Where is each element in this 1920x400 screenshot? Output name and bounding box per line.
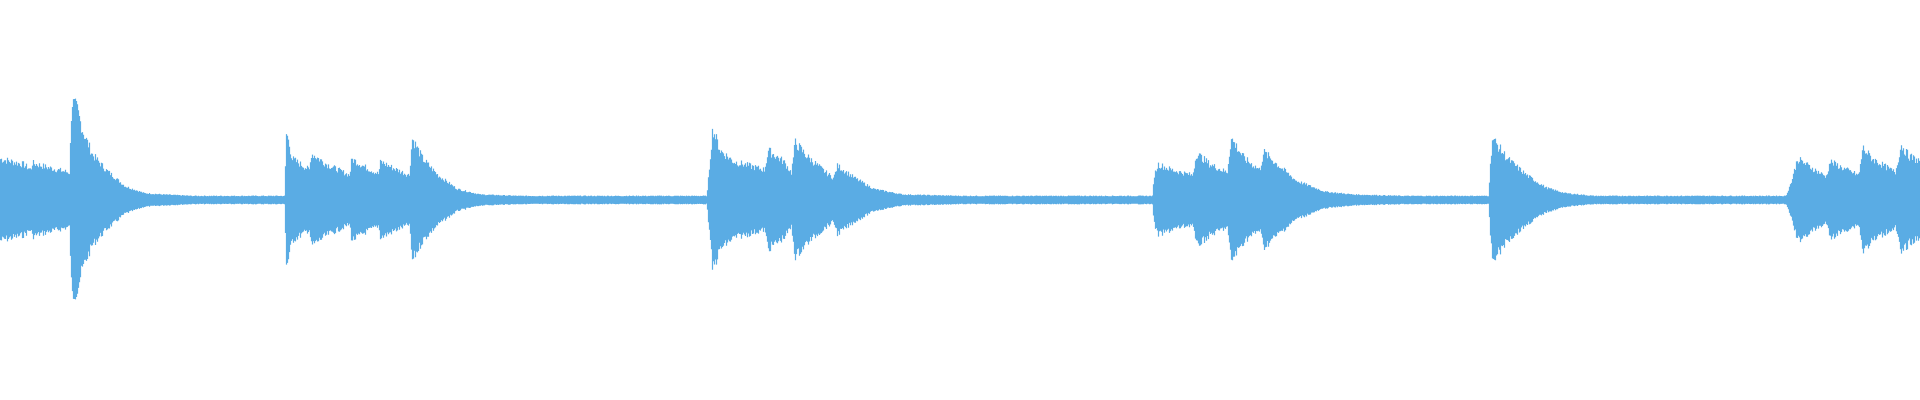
- waveform-layer: [0, 98, 1920, 300]
- waveform-path: [0, 98, 1920, 300]
